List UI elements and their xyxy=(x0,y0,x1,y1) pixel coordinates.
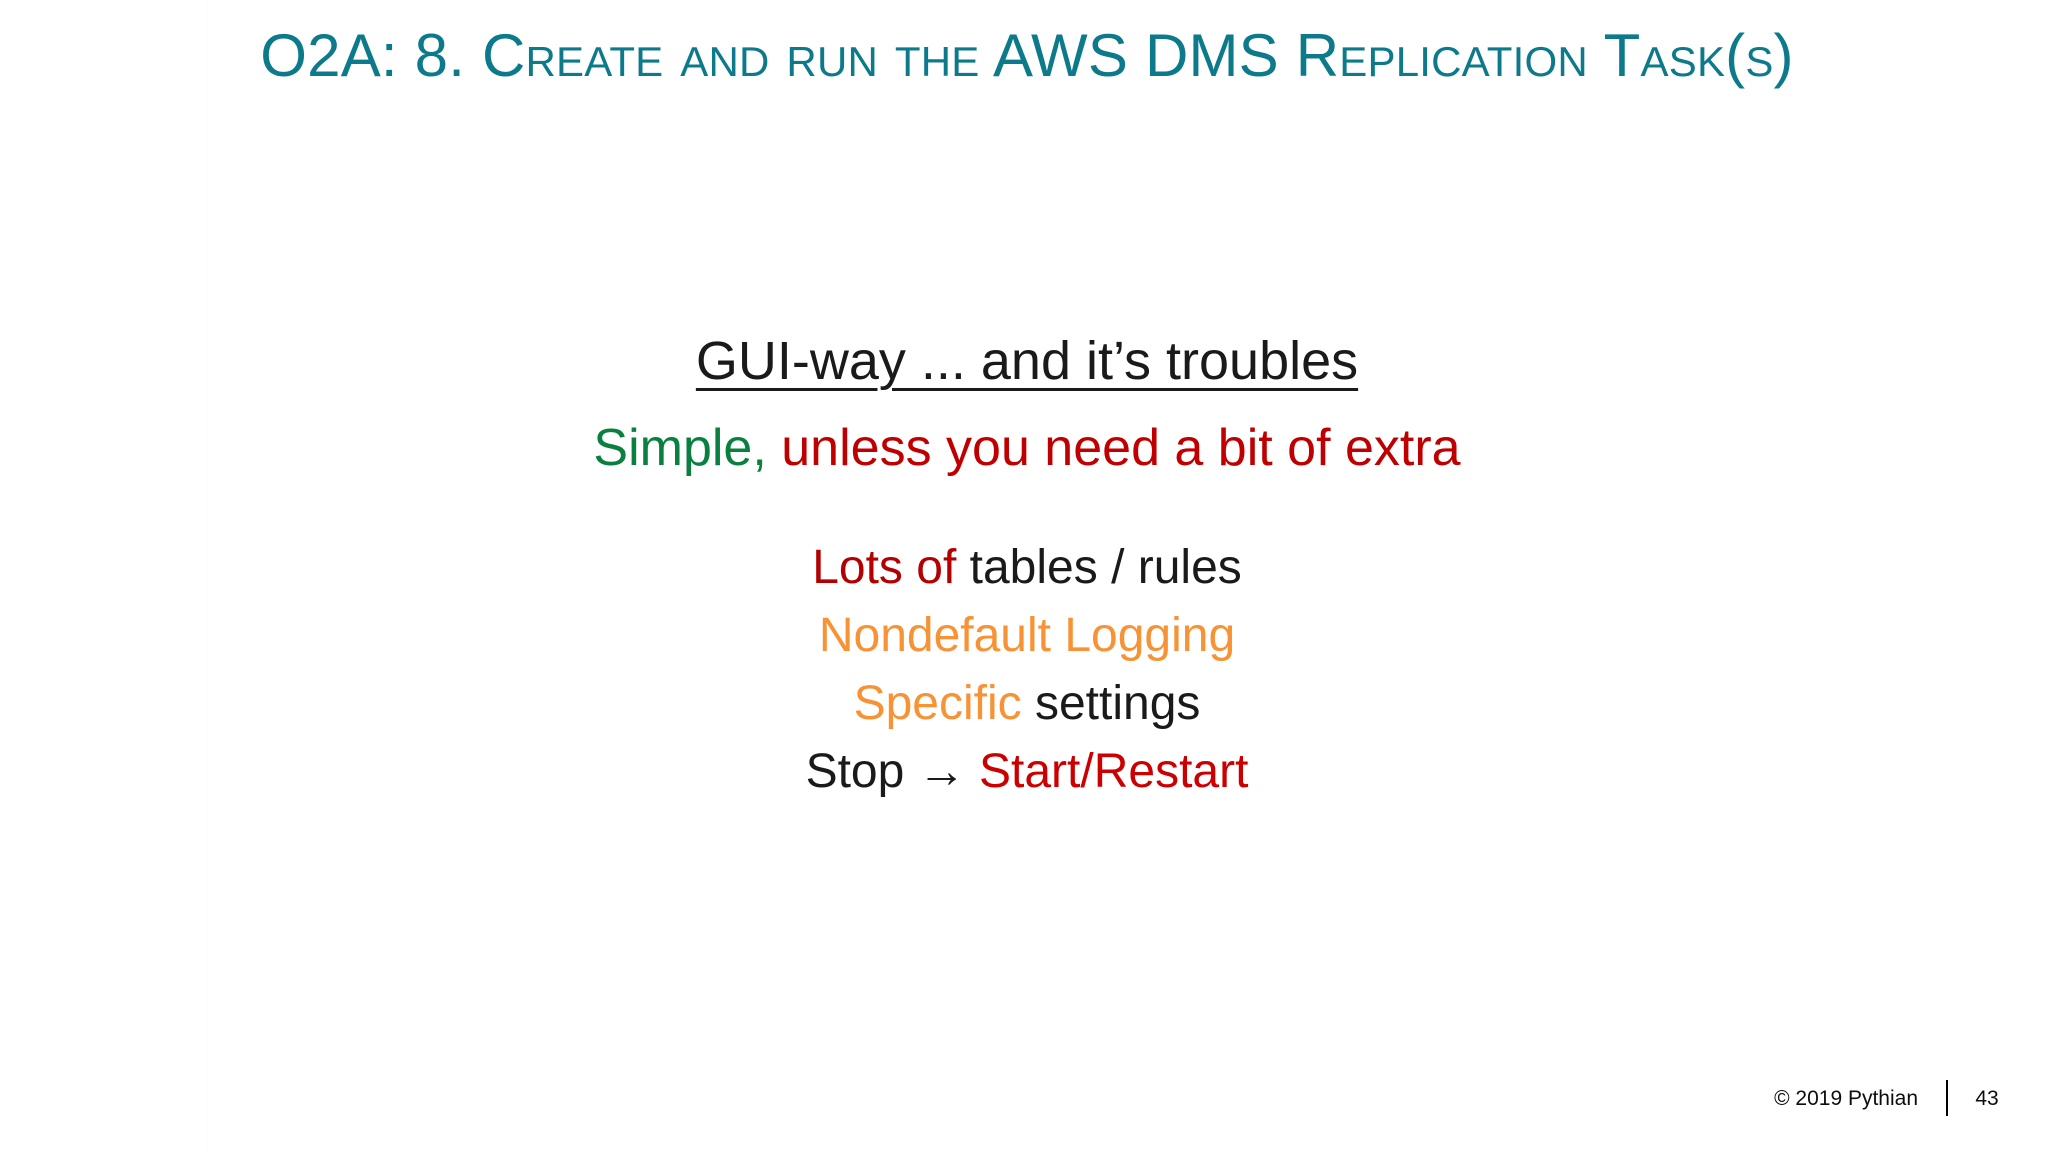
bullet-3-segment-1: Specific xyxy=(853,677,1035,731)
bullet-1-segment-1: Lots of xyxy=(812,541,970,594)
content-area-left-edge xyxy=(207,0,208,1152)
body-heading-text: GUI-way ... and it’s troubles xyxy=(695,331,1359,391)
bullet-list: Lots of tables / rules Nondefault Loggin… xyxy=(207,534,1847,807)
footer-page-number: 43 xyxy=(1975,1086,1999,1110)
slide-footer: © 2019 Pythian 43 xyxy=(1774,1080,2000,1116)
lead-emphasis-simple: Simple, xyxy=(593,419,767,477)
slide-body: GUI-way ... and it’s troubles Simple, un… xyxy=(207,330,1847,807)
bullet-2-segment-1: Nondefault Logging xyxy=(818,609,1236,663)
bullet-4-segment-1: Stop → xyxy=(805,745,979,799)
bullet-3-segment-2: settings xyxy=(1034,677,1201,731)
footer-copyright: © 2019 Pythian xyxy=(1774,1086,1918,1110)
slide-title-text: O2A: 8. Create and run the AWS DMS Repli… xyxy=(260,22,1794,89)
bullet-item-specific-settings: Specific settings xyxy=(207,670,1847,738)
bullet-item-tables-rules: Lots of tables / rules xyxy=(207,534,1847,602)
bullet-1-segment-2: tables / rules xyxy=(969,541,1242,594)
bullet-4-segment-2: Start/Restart xyxy=(979,745,1249,799)
bullet-item-stop-start-restart: Stop → Start/Restart xyxy=(207,738,1847,806)
lead-remainder: unless you need a bit of extra xyxy=(766,419,1461,477)
slide-title: O2A: 8. Create and run the AWS DMS Repli… xyxy=(207,22,1847,90)
footer-divider xyxy=(1946,1080,1948,1116)
body-heading: GUI-way ... and it’s troubles xyxy=(207,330,1847,392)
bullet-item-nondefault-logging: Nondefault Logging xyxy=(207,602,1847,670)
body-lead-line: Simple, unless you need a bit of extra xyxy=(207,418,1847,478)
